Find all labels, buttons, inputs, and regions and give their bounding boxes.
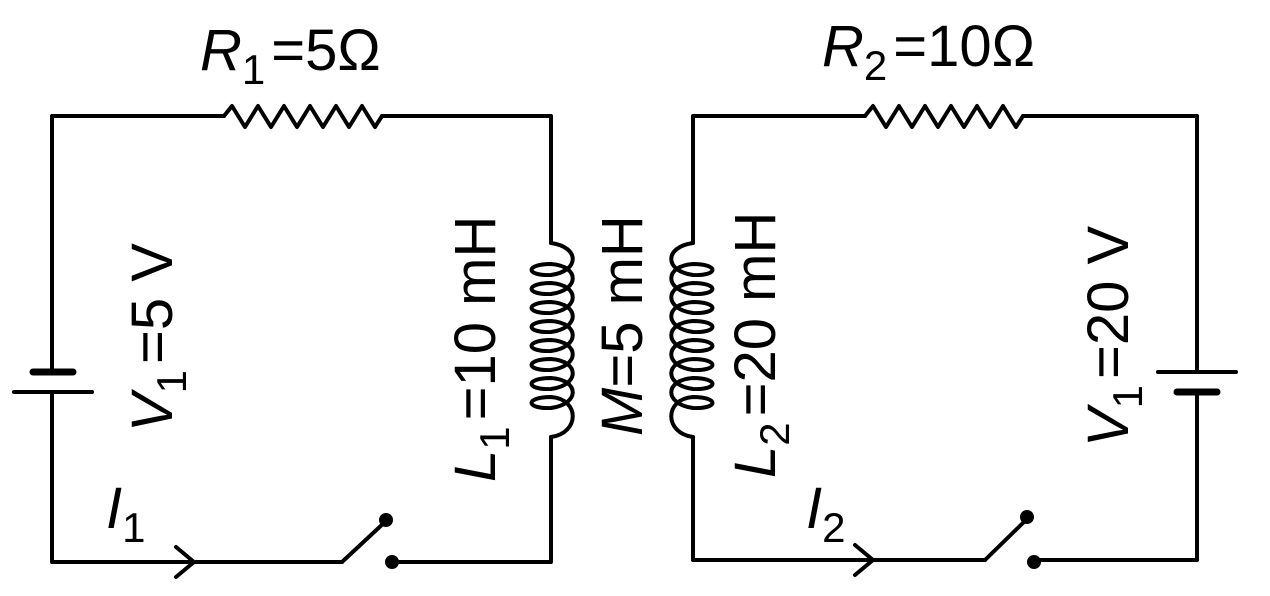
right-inductor-coil	[669, 241, 715, 439]
r1-label: R1=5Ω	[200, 18, 381, 93]
left-resistor	[222, 104, 384, 129]
right-wire-battery-lower	[1032, 390, 1199, 562]
right-wire-top	[691, 114, 1199, 374]
left-wire-top	[50, 114, 553, 374]
i2-label: I2	[806, 476, 845, 551]
v1-left-label: V1=5 V	[120, 243, 195, 432]
left-switch-contact-bottom	[385, 555, 399, 569]
v1-right-label: V1=20 V	[1076, 225, 1151, 447]
right-resistor	[863, 104, 1025, 129]
i1-label: I1	[106, 476, 145, 551]
l2-label: L2=20 mH	[723, 212, 798, 478]
left-wire-inductor-bottom	[390, 435, 553, 564]
left-circuit	[12, 104, 575, 579]
left-switch-contact-top	[379, 513, 393, 527]
right-circuit	[669, 104, 1238, 577]
right-wire-inductor-bottom	[691, 435, 987, 562]
right-switch-contact-top	[1020, 510, 1034, 524]
left-wire-battery-lower	[50, 390, 344, 564]
left-switch-blade	[340, 519, 388, 564]
right-current-arrow	[853, 543, 875, 577]
right-switch-blade	[983, 517, 1029, 562]
left-current-arrow	[174, 545, 196, 579]
l1-label: L1=10 mH	[443, 216, 518, 482]
left-inductor-coil	[529, 241, 575, 439]
r2-label: R2=10Ω	[822, 14, 1035, 89]
mutual-inductance-label: M=5 mH	[590, 215, 655, 436]
right-switch-contact-bottom	[1027, 555, 1041, 569]
